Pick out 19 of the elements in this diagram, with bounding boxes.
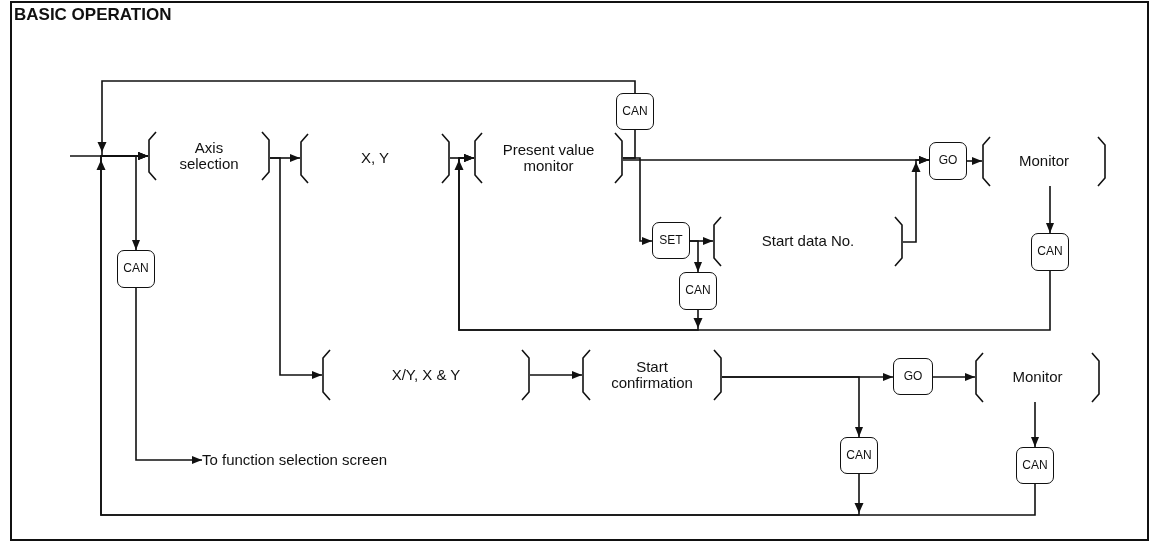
key-button: CAN: [616, 93, 654, 130]
screen-bracket-box: Present value monitor: [474, 133, 623, 183]
key-button: CAN: [679, 272, 717, 310]
key-button: CAN: [1016, 447, 1054, 484]
screen-bracket-box: X, Y: [300, 134, 450, 183]
key-button: GO: [929, 142, 967, 180]
screen-bracket-box: Start data No.: [713, 217, 903, 266]
destination-label: To function selection screen: [202, 450, 442, 470]
screen-bracket-box: Axis selection: [148, 132, 270, 180]
key-button: CAN: [1031, 233, 1069, 271]
diagram-title: BASIC OPERATION: [14, 6, 172, 25]
key-button: GO: [893, 358, 933, 395]
screen-bracket-box: X/Y, X & Y: [322, 350, 530, 400]
screen-bracket-box: Monitor: [982, 137, 1106, 186]
key-button: CAN: [840, 437, 878, 474]
key-button: CAN: [117, 250, 155, 288]
screen-bracket-box: Start confirmation: [582, 350, 722, 400]
screen-bracket-box: Monitor: [975, 353, 1100, 402]
key-button: SET: [652, 222, 690, 259]
